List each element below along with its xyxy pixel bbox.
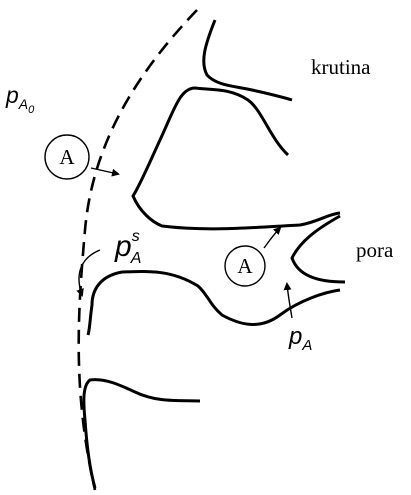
molecule-pore-label: A xyxy=(230,256,260,277)
label-pressure-surface: psA xyxy=(115,232,150,267)
molecule-outer-label: A xyxy=(52,147,82,168)
solid-contour-top xyxy=(204,20,292,100)
arrow-pore-pressure xyxy=(287,284,292,318)
label-pore: pora xyxy=(356,240,393,261)
solid-contour-bottom xyxy=(84,380,200,488)
arrow-pore-molecule xyxy=(264,228,280,248)
label-solid: krutina xyxy=(311,57,370,78)
label-pressure-pore: pA xyxy=(289,325,312,353)
solid-contour-upper-finger xyxy=(133,88,340,229)
arrow-outer-molecule xyxy=(91,168,118,174)
label-pressure-bulk: pA0 xyxy=(6,84,34,115)
